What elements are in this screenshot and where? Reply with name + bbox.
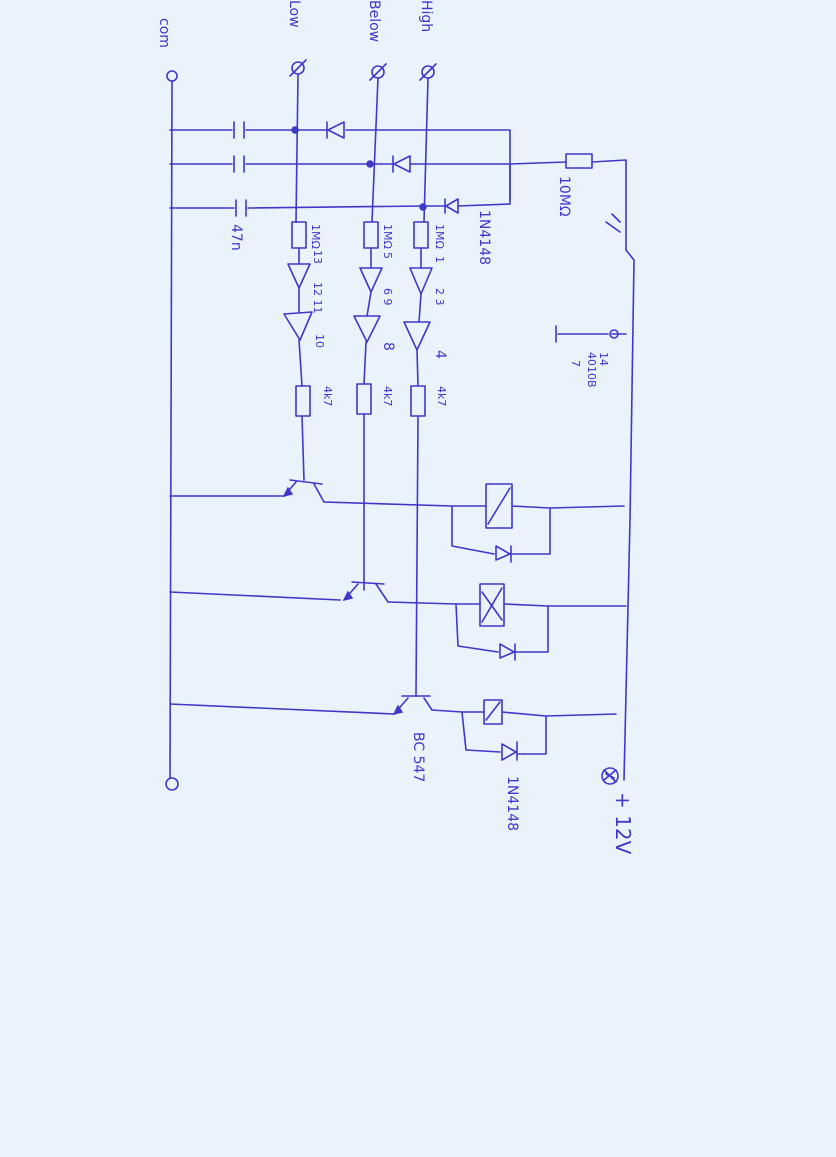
wire-low-buffer (298, 247, 305, 481)
diode-clamp-low (326, 121, 345, 139)
wire-collector-high (431, 709, 463, 713)
terminal-com-bottom (165, 777, 179, 791)
wire-high-input (423, 77, 429, 223)
buffer-low-1 (287, 263, 311, 289)
junction-below (366, 160, 374, 168)
transistor-high (392, 695, 433, 716)
wire-supply-rail (623, 249, 635, 781)
ic-pin7-label: 7 (569, 360, 582, 367)
relay-diode-label: 1N4148 (504, 776, 520, 831)
relay-diode-high (501, 741, 518, 761)
wire-collector-below (387, 601, 457, 605)
terminal-label-com: com (156, 18, 172, 48)
junction-high (419, 203, 427, 211)
pins-high-b: 2 3 (433, 288, 446, 306)
ic-4010B-power (555, 325, 619, 343)
resistor-input-low (291, 221, 307, 249)
resistor-10M-label: 10MΩ (556, 176, 572, 217)
resistor-input-below (363, 221, 379, 249)
terminal-label-supply: + 12V (611, 792, 635, 855)
relay-diode-low (495, 545, 512, 563)
resistor-input-high (413, 221, 429, 249)
resistor-input-low-label: 1MΩ (309, 224, 322, 249)
resistor-base-below-label: 4k7 (381, 386, 394, 406)
transistor-below (342, 581, 389, 603)
capacitor-high (235, 199, 247, 217)
buffer-low-2 (283, 311, 313, 341)
pins-low-b: 12 11 (311, 282, 324, 314)
wire-collector-low (323, 501, 453, 507)
pins-low-a: 13 (311, 250, 324, 264)
buffer-high-1 (409, 267, 433, 295)
wire-low-input (295, 73, 299, 223)
ic-label: 4010B (585, 352, 598, 388)
wire-below-buffer (363, 247, 372, 591)
terminal-supply (601, 767, 619, 785)
wire-to-10M (509, 161, 567, 165)
diode-clamp-high (444, 198, 459, 214)
resistor-input-high-label: 1MΩ (433, 224, 446, 249)
relay-diode-below (499, 643, 516, 661)
resistor-base-high (410, 385, 426, 417)
pins-below-a: 5 (381, 252, 394, 259)
terminal-label-low: Low (286, 0, 302, 28)
capacitor-below (233, 155, 245, 173)
buffer-below-2 (353, 315, 381, 343)
resistor-base-low-label: 4k7 (321, 386, 334, 406)
resistor-base-high-label: 4k7 (435, 386, 448, 406)
transistor-low (282, 479, 325, 503)
pins-low-c: 10 (313, 334, 326, 348)
buffer-high-2 (403, 321, 431, 351)
pins-below-b: 6 9 (381, 288, 394, 306)
resistor-10M (565, 153, 627, 251)
resistor-input-below-label: 1MΩ (381, 224, 394, 249)
terminal-com (166, 70, 178, 82)
ground-symbol-top (605, 213, 621, 233)
ic-pin14-label: 14 (597, 352, 610, 366)
terminal-label-high: High (418, 0, 434, 32)
wire-emitter-high (169, 703, 395, 715)
relay-coil-below (455, 583, 627, 653)
buffer-below-1 (359, 267, 383, 293)
resistor-base-low (295, 385, 311, 417)
junction-low (291, 126, 299, 134)
wire-row-high (169, 163, 511, 209)
pins-high-a: 1 (433, 256, 446, 263)
wire-high-buffer (415, 247, 422, 697)
resistor-base-below (356, 383, 372, 415)
diode-clamp-below (392, 155, 411, 173)
relay-coil-high (461, 699, 617, 755)
wire-below-input (371, 77, 379, 223)
pins-high-c: 4 (432, 350, 448, 359)
wire-com-rail (169, 81, 173, 779)
terminal-label-below: Below (366, 0, 382, 42)
pins-below-c: 8 (380, 342, 396, 351)
wire-emitter-below (169, 591, 341, 601)
diode-input-label: 1N4148 (476, 210, 492, 265)
capacitor-value-label: 47n (228, 224, 244, 251)
wire-row-low (169, 129, 511, 201)
transistor-label: BC 547 (410, 732, 426, 782)
capacitor-low (233, 121, 245, 139)
relay-coil-low (451, 483, 625, 555)
